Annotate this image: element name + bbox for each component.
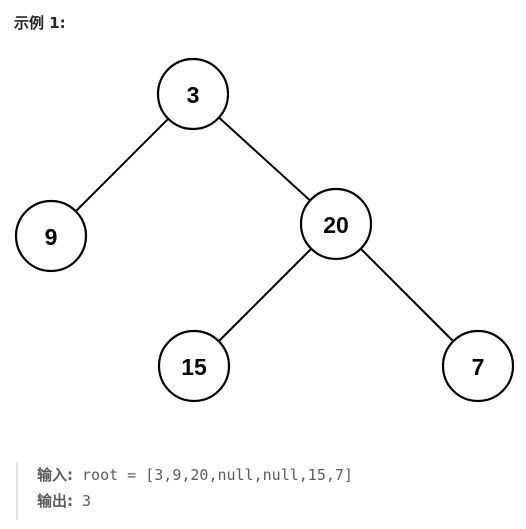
- tree-edge-n3-n9: [75, 118, 169, 212]
- tree-node-label: 20: [323, 212, 349, 238]
- example-title: 示例 1:: [14, 14, 66, 32]
- example-io-block: 输入: root = [3,9,20,null,null,15,7] 输出: 3: [16, 462, 516, 520]
- binary-tree-diagram: 3 9 20 15 7: [14, 57, 515, 403]
- tree-node-circle: [157, 329, 231, 403]
- tree-node-circle: [299, 187, 373, 261]
- tree-node-label: 9: [45, 224, 58, 250]
- output-label: 输出:: [37, 492, 73, 510]
- tree-edge-n20-n15: [218, 248, 312, 342]
- tree-node-label: 15: [181, 354, 207, 380]
- tree-edges: [75, 116, 454, 342]
- input-value: root = [3,9,20,null,null,15,7]: [73, 466, 353, 484]
- output-value: 3: [73, 492, 92, 510]
- tree-edge-n20-n7: [360, 248, 454, 342]
- tree-node: 3: [156, 57, 230, 131]
- tree-node-circle: [14, 199, 88, 273]
- tree-node-circle: [441, 329, 515, 403]
- tree-nodes: 3 9 20 15 7: [14, 57, 515, 403]
- tree-node: 15: [157, 329, 231, 403]
- tree-node: 20: [299, 187, 373, 261]
- tree-node-label: 3: [187, 82, 200, 108]
- tree-node: 7: [441, 329, 515, 403]
- input-label: 输入:: [37, 466, 73, 484]
- output-line: 输出: 3: [37, 488, 516, 514]
- tree-node-label: 7: [472, 354, 485, 380]
- input-line: 输入: root = [3,9,20,null,null,15,7]: [37, 462, 516, 488]
- tree-edge-n3-n20: [218, 116, 311, 202]
- tree-node-circle: [156, 57, 230, 131]
- tree-node: 9: [14, 199, 88, 273]
